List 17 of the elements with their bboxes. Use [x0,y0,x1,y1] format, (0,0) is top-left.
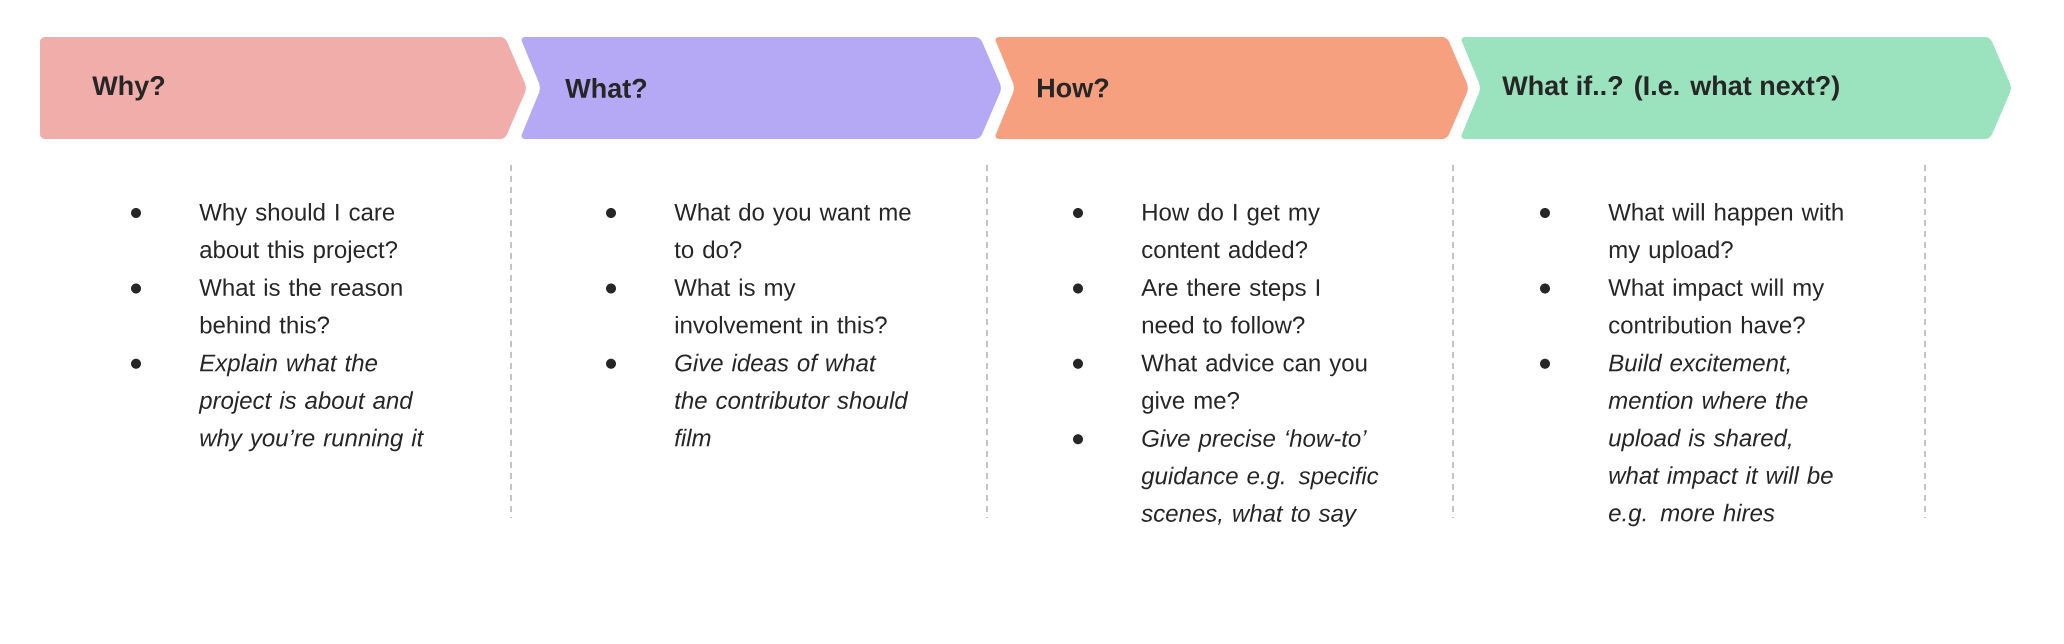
chevron-step: What? [521,37,1001,139]
bullet-item: Give precise ‘how-to’ guidance e.g. specific scenes, what to say [1073,429,1379,527]
bullet-item: What is my involvement in this? [606,278,887,334]
bullet-item: Build excitement, mention where the upload is shared, what impact it will be e.g. more hires [1540,353,1833,527]
bullet-item: Are there steps I need to follow? [1073,278,1320,334]
bullet-item: Explain what the project is about and why you’re running it [131,353,425,452]
chevron-step: What if..? (I.e. what next?) [1461,37,2011,139]
bullet-item: What is the reason behind this? [131,278,402,334]
bullet-item: What will happen with my upload? [1540,203,1843,263]
bullet-item: How do I get my content added? [1073,203,1320,259]
bullet-item: What impact will my contribution have? [1540,278,1825,334]
bullet-item: What advice can you give me? [1073,353,1367,414]
bullet-item: Give ideas of what the contributor should film [606,353,909,447]
bullet-item: What do you want me to do? [606,203,911,259]
chevron-step: Why? [40,37,526,139]
chevron-step: How? [995,37,1468,139]
bullet-item: Why should I care about this project? [131,203,398,263]
